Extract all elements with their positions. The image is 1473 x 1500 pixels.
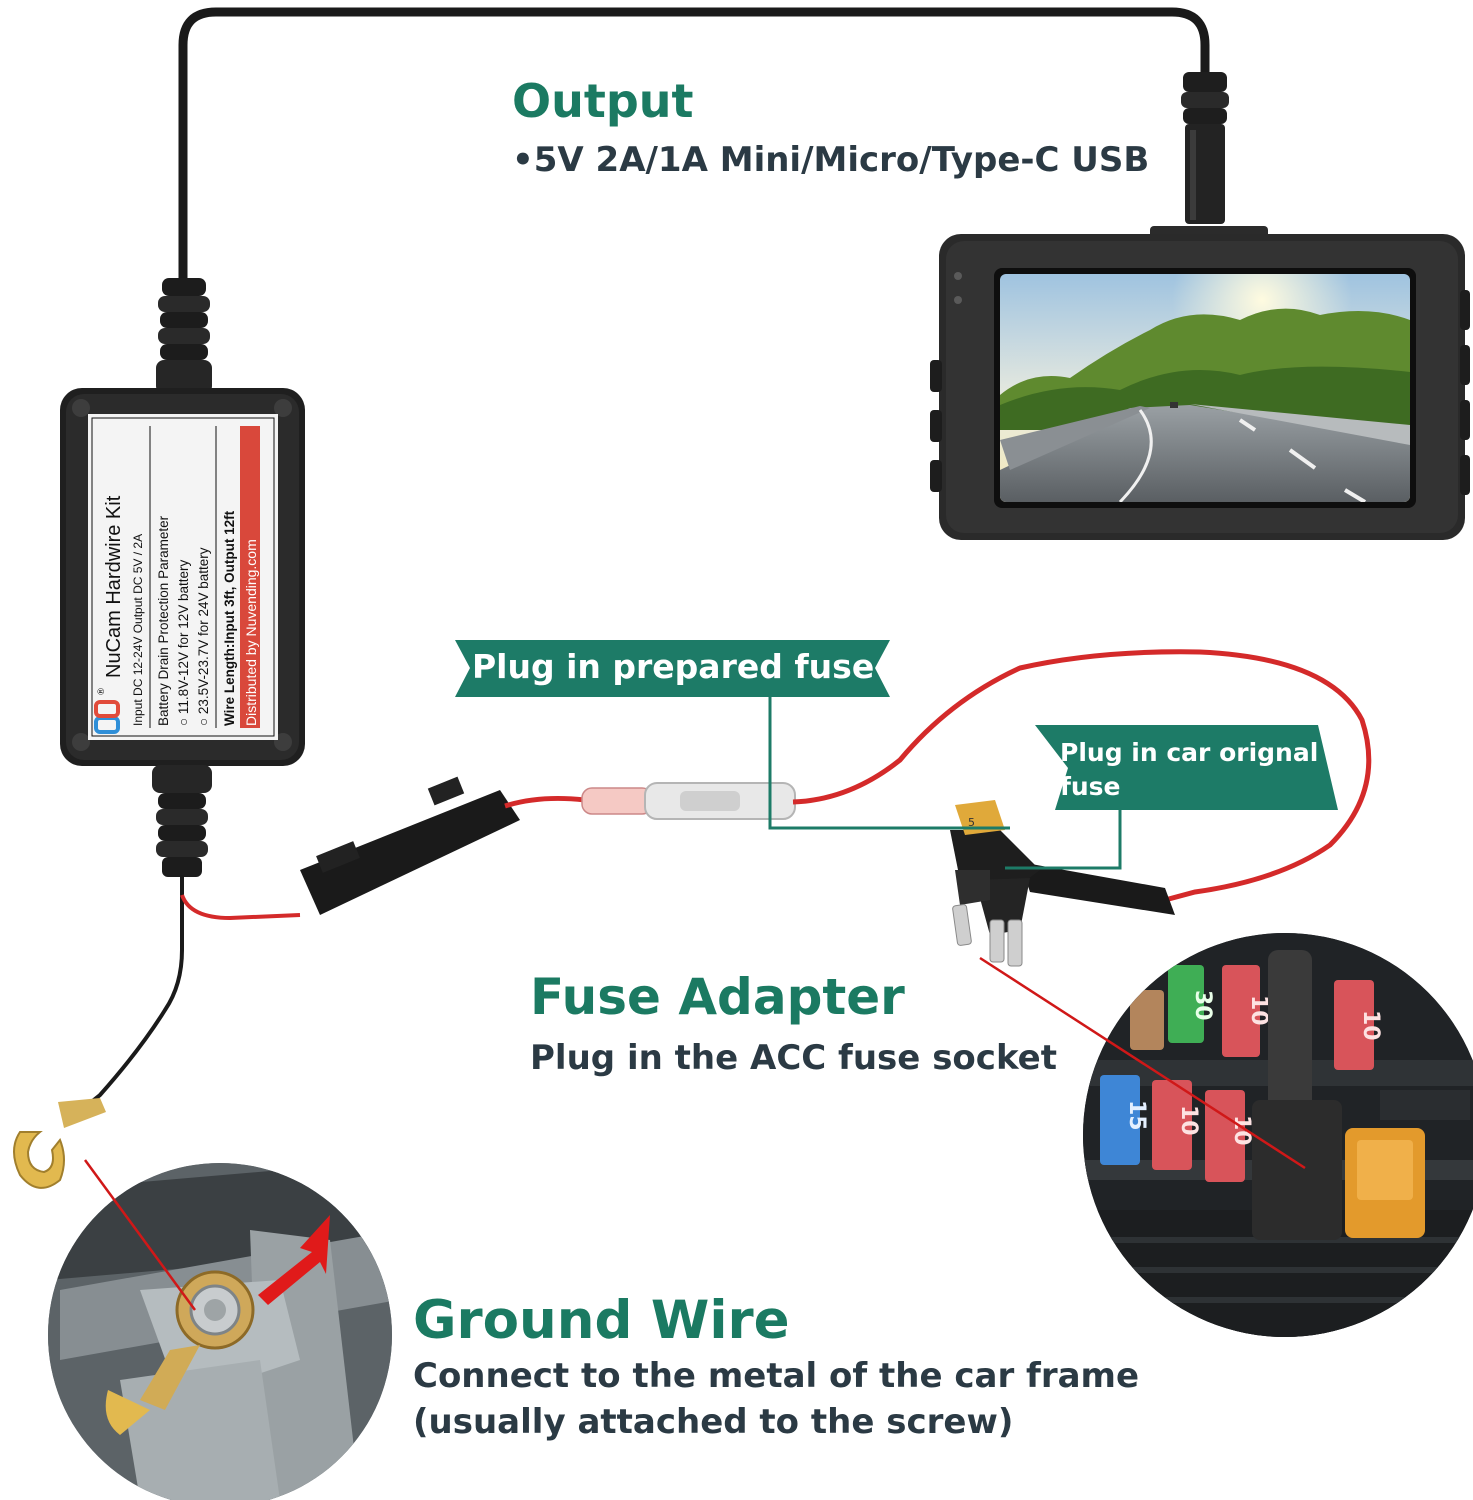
dash-camera (930, 226, 1470, 540)
fuse-label-2: 10 (1246, 995, 1271, 1026)
option-12v: ○ 11.8V-12V for 12V battery (176, 559, 191, 726)
fuse-green (1168, 965, 1204, 1043)
fuse-red-1 (1222, 965, 1260, 1057)
car-fuse-leader (1005, 790, 1122, 870)
nu-logo (94, 700, 120, 734)
red-input-wire (180, 894, 301, 921)
prepared-fuse-label: Plug in prepared fuse (472, 647, 875, 686)
ground-wire (73, 875, 184, 1117)
param-title: Battery Drain Protection Parameter (156, 515, 171, 726)
ground-wire-line1: Connect to the metal of the car frame (413, 1356, 1140, 1396)
glass-fuse (581, 782, 796, 820)
adapter-fuse-label: 5 (968, 816, 975, 829)
fuse-label-6: 10 (1229, 1115, 1254, 1146)
output-cable (178, 7, 1210, 290)
distributed-by: Distributed by Nuvending.com (243, 539, 259, 726)
fuse-adapter-subtitle: Plug in the ACC fuse socket (530, 1038, 1057, 1078)
converter-label: ® NuCam Hardwire Kit Input DC 12-24V Out… (94, 426, 260, 734)
fuse-pointer-line (979, 956, 1306, 1170)
prepared-fuse-leader (768, 695, 1010, 830)
kit-title: NuCam Hardwire Kit (103, 495, 125, 678)
fuse-red-3 (1152, 1080, 1192, 1170)
prepared-fuse-banner (455, 640, 890, 697)
usb-plug (1181, 72, 1229, 224)
option-24v: ○ 23.5V-23.7V for 24V battery (196, 547, 211, 726)
fuse-label-1: 30 (1190, 990, 1215, 1021)
fuse-tap-adapter: 5 (950, 800, 1175, 967)
car-fuse-label-line1: Plug in car orignal (1060, 738, 1319, 767)
ground-wire-title: Ground Wire (413, 1290, 790, 1351)
camera-screen-landscape (1000, 274, 1410, 502)
car-fuse-banner (1035, 725, 1338, 810)
fuse-red-4 (1205, 1090, 1245, 1182)
fuse-label-5: 10 (1176, 1105, 1201, 1136)
red-wire-to-fuse (504, 795, 586, 809)
ring-terminal (13, 1098, 106, 1189)
ground-arrow-icon (258, 1215, 330, 1305)
registered-mark: ® (97, 687, 107, 696)
fuse-adapter-title: Fuse Adapter (530, 968, 905, 1026)
output-spec: •5V 2A/1A Mini/Micro/Type-C USB (512, 140, 1150, 180)
inline-fuse-holder (300, 776, 520, 915)
ground-screw-photo (48, 1163, 392, 1500)
red-loop-wire (792, 649, 1372, 903)
io-line: Input DC 12-24V Output DC 5V / 2A (131, 534, 145, 726)
fuse-box-photo: 30 10 10 15 10 10 (1083, 933, 1473, 1337)
output-title: Output (512, 74, 694, 128)
fuse-label-3: 10 (1358, 1010, 1383, 1041)
car-fuse-label-line2: fuse (1060, 772, 1121, 801)
fuse-red-2 (1334, 980, 1374, 1070)
wire-length: Wire Length:Input 3ft, Output 12ft (222, 510, 237, 726)
ground-pointer-line (83, 1159, 197, 1311)
fuse-blue (1100, 1075, 1140, 1165)
ground-wire-line2: (usually attached to the screw) (413, 1402, 1014, 1442)
fuse-label-4: 15 (1124, 1100, 1149, 1131)
